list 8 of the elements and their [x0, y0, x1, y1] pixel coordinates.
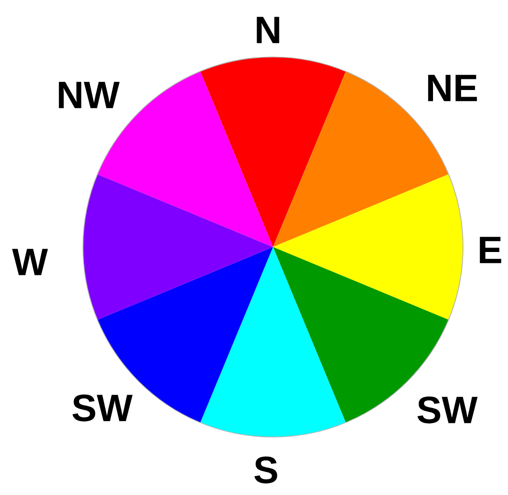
direction-label: E	[480, 236, 502, 264]
direction-label: W	[12, 248, 48, 276]
direction-label: NE	[428, 74, 477, 102]
direction-label: SW	[418, 396, 478, 424]
direction-label: N	[256, 16, 280, 44]
direction-label: SW	[72, 394, 133, 422]
direction-label: S	[254, 456, 278, 484]
direction-label: NW	[58, 82, 120, 108]
